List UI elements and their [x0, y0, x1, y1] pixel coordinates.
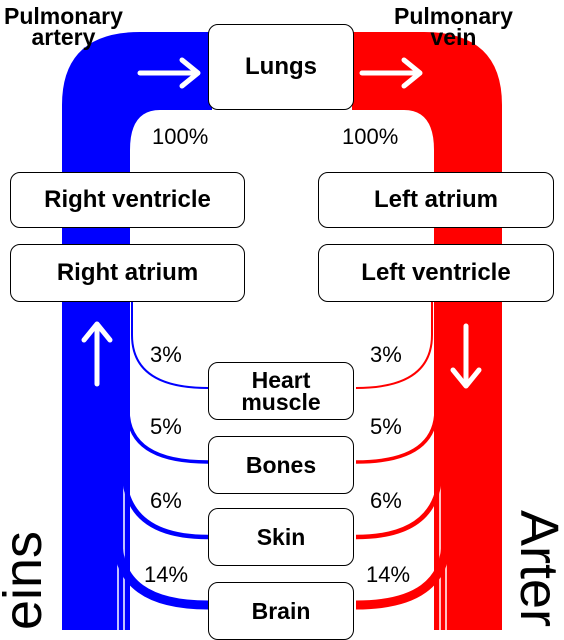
left-atrium-label: Left atrium	[373, 186, 498, 213]
pulmonary-artery-vessel	[62, 32, 212, 630]
bones-left-pct: 5%	[150, 414, 182, 439]
lungs-label: Lungs	[245, 53, 317, 80]
lungs-box: Lungs	[208, 24, 354, 110]
organ-label: Bones	[245, 452, 317, 478]
skin-left-pct: 6%	[150, 488, 182, 513]
arrow-icon	[137, 57, 201, 89]
organ-label: Brain	[251, 598, 311, 624]
right-atrium-box: Right atrium	[10, 244, 245, 302]
pulmonary-vein-vessel	[352, 32, 502, 630]
branch-bones-right	[355, 300, 438, 464]
brain-left-pct: 14%	[144, 562, 189, 587]
organ-box-bones: Bones	[208, 436, 354, 494]
arrow-icon	[359, 57, 423, 89]
branch-heart-left	[131, 300, 209, 389]
branch-heart-right	[355, 300, 433, 389]
arrow-icon	[450, 323, 482, 389]
right-ventricle-label: Right ventricle	[44, 186, 211, 213]
heart-right-pct: 3%	[370, 342, 402, 367]
pulmonary-vein-label-line: Pulmonary	[394, 3, 513, 29]
organ-box-skin: Skin	[208, 508, 354, 566]
organ-label: Skin	[256, 524, 306, 550]
pulmonary-artery-label-line: Pulmonary	[4, 3, 123, 29]
heart-left-pct: 3%	[150, 342, 182, 367]
branch-brain-left	[113, 300, 209, 610]
pulmonary-artery-label-line: artery	[31, 24, 96, 50]
pulmonary-artery-label: Pulmonary artery	[4, 3, 123, 50]
branch-bones-left	[126, 300, 209, 464]
right-atrium-label: Right atrium	[56, 259, 199, 286]
arteries-label: Arter	[509, 510, 564, 628]
branch-brain-right	[355, 300, 451, 610]
organ-label: Heart	[251, 367, 311, 393]
lung-flow-right-pct: 100%	[342, 124, 399, 149]
left-atrium-box: Left atrium	[318, 172, 554, 228]
organ-box-heart-muscle: Heart muscle	[208, 362, 354, 420]
lung-flow-left-pct: 100%	[152, 124, 209, 149]
pulmonary-vein-label-line: vein	[430, 24, 477, 50]
organ-label: muscle	[241, 389, 321, 415]
left-ventricle-box: Left ventricle	[318, 244, 554, 302]
branch-skin-left	[121, 300, 209, 540]
left-ventricle-label: Left ventricle	[361, 259, 511, 286]
right-ventricle-box: Right ventricle	[10, 172, 245, 228]
brain-right-pct: 14%	[366, 562, 411, 587]
bones-right-pct: 5%	[370, 414, 402, 439]
arrow-icon	[81, 321, 113, 387]
organ-box-brain: Brain	[208, 582, 354, 640]
veins-label: eins	[0, 530, 53, 630]
skin-right-pct: 6%	[370, 488, 402, 513]
branch-skin-right	[355, 300, 443, 540]
pulmonary-vein-label: Pulmonary vein	[394, 3, 513, 50]
